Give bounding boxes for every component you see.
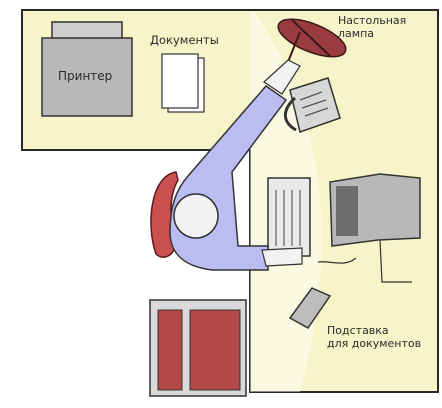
document-stand-label: Подставка для документов [327,324,421,350]
document-stand-line-1: Подставка [327,324,389,337]
documents-label: Документы [150,33,219,47]
monitor [329,173,421,283]
lamp-label-line-1: Настольная [338,14,407,27]
telephone [283,77,341,133]
cabinet [149,299,247,397]
printer [41,21,133,117]
person [169,59,303,271]
keyboard [267,177,311,257]
lamp-label-line-2: лампа [338,27,375,40]
document-stand-line-2: для документов [327,337,422,350]
documents-stack [161,53,205,113]
lamp-label: Настольная лампа [338,14,406,40]
document-holder [288,287,332,329]
cable [317,257,357,264]
desk-lamp [277,18,347,63]
printer-label: Принтер [58,69,113,83]
